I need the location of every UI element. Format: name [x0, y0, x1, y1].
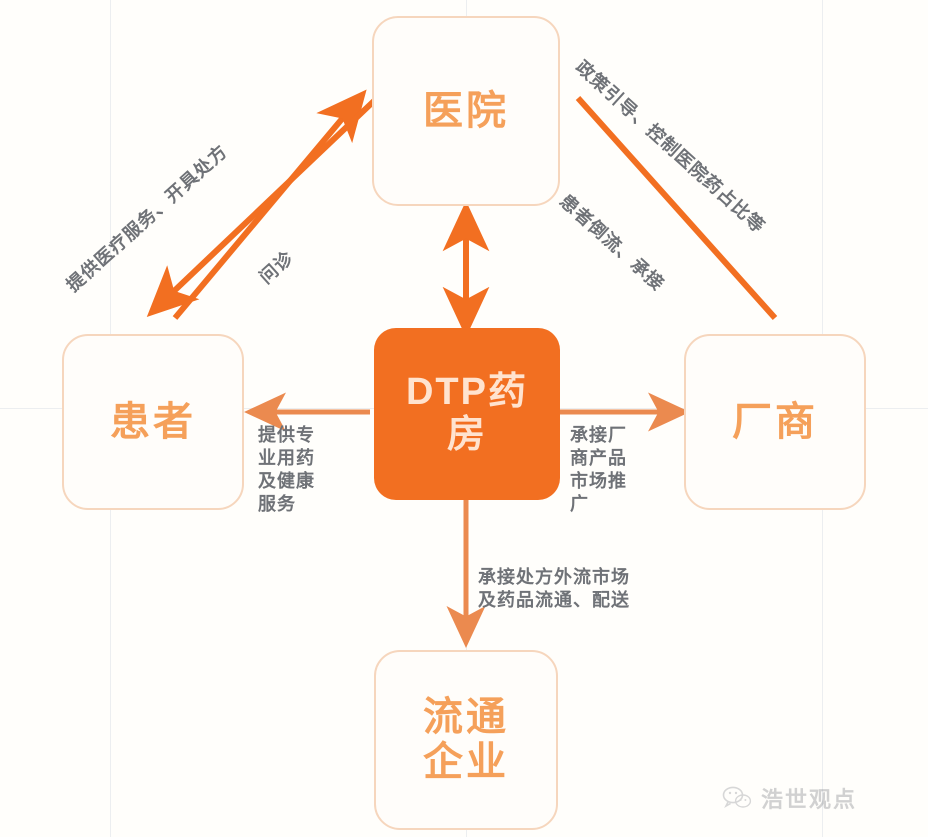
node-patient-label: 患者 [110, 399, 196, 444]
node-distributor-label-line2: 企业 [423, 740, 509, 784]
node-hospital[interactable]: 医院 [372, 16, 560, 206]
node-dtp-pharmacy-label-line1: DTP药 [405, 371, 528, 414]
edge-patient-to-hospital [172, 89, 367, 320]
edge-label-dtp-to-patient: 提供专 业用药 及健康 服务 [258, 425, 315, 515]
wechat-icon [722, 786, 752, 808]
edge-hospital-to-patient [146, 97, 378, 317]
node-hospital-label: 医院 [423, 88, 509, 133]
watermark-text: 浩世观点 [761, 787, 858, 812]
edge-label-dtp-to-manufacturer: 承接厂 商产品 市场推 广 [570, 425, 627, 515]
node-manufacturer-label: 厂商 [732, 399, 818, 444]
edge-label-dtp-to-distributor: 承接处方外流市场 及药品流通、配送 [478, 567, 630, 611]
edge-hospital-to-manufacturer [575, 95, 778, 321]
watermark: 浩世观点 [722, 782, 857, 814]
node-manufacturer[interactable]: 厂商 [684, 334, 866, 510]
node-dtp-pharmacy-label-line2: 房 [446, 414, 487, 456]
node-dtp-pharmacy[interactable]: DTP药 房 [374, 328, 560, 500]
node-distributor[interactable]: 流通 企业 [374, 650, 558, 830]
node-patient[interactable]: 患者 [62, 334, 244, 510]
node-distributor-label-line1: 流通 [423, 695, 509, 740]
